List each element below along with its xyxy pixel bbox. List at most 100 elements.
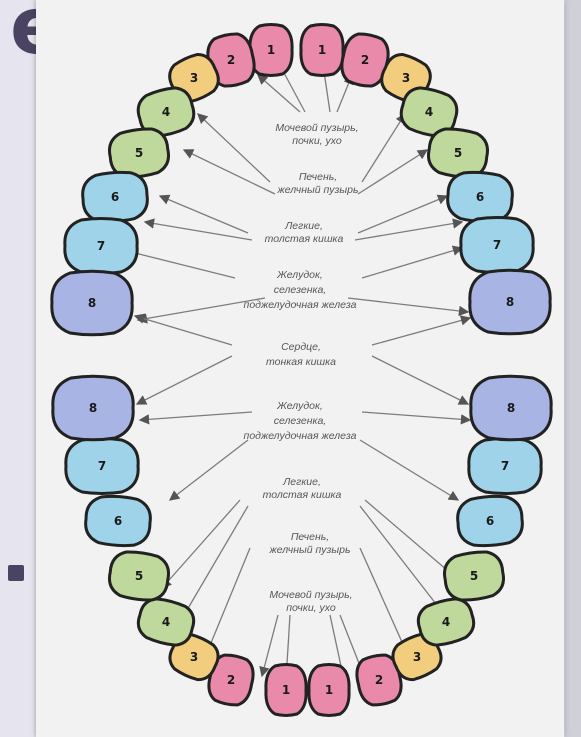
organ-label-upper-4-5: Печень,желчный пузырь	[277, 171, 359, 196]
tooth-shape	[136, 597, 196, 647]
tooth-shape	[307, 663, 351, 717]
tooth-number: 4	[162, 105, 170, 119]
tooth-number: 5	[135, 146, 143, 160]
tooth-number: 1	[325, 683, 333, 697]
tooth-number: 2	[227, 53, 235, 67]
tooth-number: 6	[111, 190, 119, 204]
connector-arrow	[357, 149, 429, 195]
tooth-number: 3	[402, 71, 410, 85]
connector-arrow	[135, 355, 233, 405]
tooth-upper-right-2: 2	[340, 32, 390, 88]
tooth-lower-left-5: 5	[107, 550, 171, 602]
connector-arrow	[347, 297, 470, 317]
tooth-upper-left-5: 5	[107, 127, 171, 179]
organ-label-upper-3-8: Желудок,селезенка,поджелудочная железа	[244, 269, 357, 311]
teeth-organ-chart-panel	[36, 0, 564, 737]
tooth-number: 4	[425, 105, 433, 119]
tooth-upper-left-7: 7	[63, 216, 139, 276]
organ-label-lower-4-5: Печень,желчный пузырь	[269, 531, 351, 556]
tooth-upper-left-8: 8	[50, 269, 134, 337]
organ-label-lower-3-8: Желудок,селезенка,поджелудочная железа	[244, 400, 357, 442]
tooth-shape	[63, 216, 139, 276]
tooth-number: 6	[486, 514, 494, 528]
tooth-upper-right-6: 6	[446, 170, 514, 224]
organ-label-upper-1-2: Мочевой пузырь,почки, ухо	[275, 122, 358, 147]
tooth-number: 5	[454, 146, 462, 160]
connector-arrow	[354, 218, 464, 241]
tooth-shape	[50, 269, 134, 337]
tooth-number: 7	[501, 459, 509, 473]
tooth-shape	[355, 653, 403, 707]
tooth-number: 7	[97, 239, 105, 253]
tooth-number: 3	[190, 650, 198, 664]
connector-arrow	[168, 439, 249, 501]
tooth-upper-left-1: 1	[248, 23, 294, 77]
tooth-shape	[469, 374, 553, 442]
tooth-lower-left-6: 6	[84, 494, 152, 548]
tooth-lower-left-4: 4	[136, 597, 196, 647]
labels-layer: Мочевой пузырь,почки, ухоПечень,желчный …	[244, 122, 359, 614]
tooth-number: 6	[476, 190, 484, 204]
connector-arrow	[371, 315, 472, 346]
tooth-number: 2	[361, 53, 369, 67]
tooth-number: 7	[493, 238, 501, 252]
tooth-lower-left-7: 7	[64, 436, 140, 496]
tooth-number: 2	[375, 673, 383, 687]
connector-arrow	[138, 411, 253, 425]
tooth-number: 4	[162, 615, 170, 629]
tooth-shape	[107, 550, 171, 602]
organ-label-heart: Сердце,тонкая кишка	[266, 341, 336, 368]
tooth-shape	[64, 436, 140, 496]
tooth-lower-left-3: 3	[168, 632, 220, 682]
connector-arrow	[202, 547, 251, 662]
tooth-number: 1	[282, 683, 290, 697]
tooth-number: 5	[135, 569, 143, 583]
tooth-number: 3	[413, 650, 421, 664]
tooth-upper-left-6: 6	[81, 170, 149, 224]
connector-arrow	[179, 505, 249, 624]
tooth-lower-right-1: 1	[307, 663, 351, 717]
tooth-number: 1	[318, 43, 326, 57]
tooth-lower-right-2: 2	[355, 653, 403, 707]
tooth-number: 8	[89, 401, 97, 415]
tooth-number: 4	[442, 615, 450, 629]
connector-arrow	[143, 218, 253, 241]
tooth-lower-right-7: 7	[467, 436, 543, 496]
tooth-shape	[84, 494, 152, 548]
connector-arrow	[136, 297, 266, 324]
tooth-shape	[107, 127, 171, 179]
connector-arrow	[257, 74, 301, 113]
tooth-number: 1	[267, 43, 275, 57]
tooth-shape	[136, 86, 196, 138]
background-bullet	[8, 565, 24, 581]
arrow-layer	[113, 56, 472, 682]
connector-arrow	[197, 113, 271, 183]
connector-arrow	[133, 313, 233, 346]
tooth-shape	[168, 632, 220, 682]
connector-arrow	[361, 112, 406, 183]
connector-arrow	[361, 411, 472, 425]
connector-arrow	[182, 149, 276, 195]
tooth-shape	[442, 550, 506, 602]
organ-label-upper-6-7: Легкие,толстая кишка	[265, 220, 344, 245]
tooth-lower-left-1: 1	[264, 663, 308, 717]
tooth-lower-left-8: 8	[51, 374, 135, 442]
tooth-shape	[456, 494, 524, 548]
tooth-upper-right-1: 1	[299, 23, 345, 77]
tooth-number: 8	[507, 401, 515, 415]
tooth-upper-right-7: 7	[459, 215, 535, 275]
tooth-shape	[340, 32, 390, 88]
connector-arrow	[158, 194, 249, 234]
tooth-shape	[264, 663, 308, 717]
organ-label-lower-1-2: Мочевой пузырь,почки, ухо	[269, 589, 352, 614]
tooth-shape	[468, 268, 552, 336]
tooth-number: 8	[506, 295, 514, 309]
tooth-number: 5	[470, 569, 478, 583]
tooth-shape	[51, 374, 135, 442]
organ-label-lower-6-7: Легкие,толстая кишка	[263, 476, 342, 501]
connector-arrow	[161, 499, 241, 589]
tooth-number: 7	[98, 459, 106, 473]
connector-arrow	[361, 245, 464, 279]
